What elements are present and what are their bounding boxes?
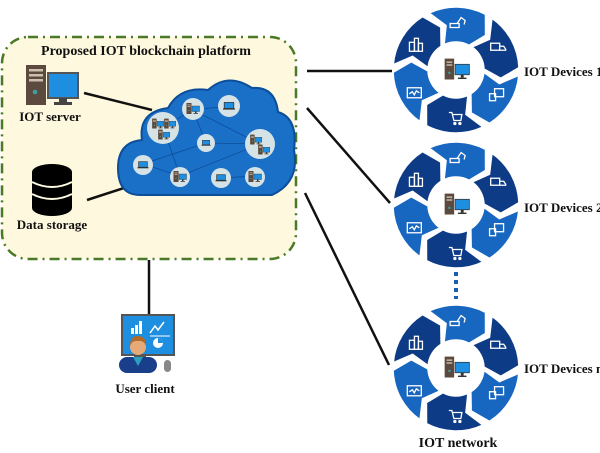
ring-segment [427, 304, 487, 345]
ring-segment [470, 368, 520, 423]
user-workstation-icon [119, 314, 175, 373]
ring-segment [427, 6, 487, 47]
ring-segment [470, 151, 520, 215]
user-client[interactable]: User client [115, 314, 175, 396]
ring-segment [392, 150, 442, 205]
platform-devices2-connector [306, 107, 391, 204]
ring-segment [470, 205, 520, 260]
blockchain-cloud [116, 79, 296, 196]
user-client-label: User client [115, 381, 175, 396]
iot-devices-1-ring[interactable] [392, 6, 520, 134]
data-storage-label: Data storage [17, 217, 88, 232]
devices-icon [488, 386, 505, 400]
iot-devices-n-ring[interactable] [392, 304, 520, 432]
platform-devicesn-connector [303, 192, 391, 366]
cart-icon [448, 111, 463, 126]
iot-server[interactable]: IOT server [19, 65, 81, 124]
cart-icon [448, 246, 463, 261]
devices-icon [488, 223, 505, 237]
building-icon [408, 172, 424, 187]
ring-segment [392, 313, 442, 368]
iot-network [392, 6, 520, 432]
ring-segment [427, 141, 487, 182]
monitor-chart-icon [406, 385, 422, 397]
ellipsis-dots [454, 272, 458, 299]
iot-server-label: IOT server [19, 109, 81, 124]
monitor-chart-icon [406, 222, 422, 234]
ring-segment [470, 314, 520, 378]
platform-title: Proposed IOT blockchain platform [41, 44, 251, 59]
monitor-chart-icon [406, 87, 422, 99]
excavator-icon [449, 314, 466, 327]
excavator-icon [449, 151, 466, 164]
truck-icon [490, 177, 507, 186]
ring-segment [470, 70, 520, 125]
ring-segment [392, 15, 442, 70]
iot-network-label: IOT network [419, 436, 498, 451]
truck-icon [490, 42, 507, 51]
building-icon [408, 335, 424, 350]
truck-icon [490, 340, 507, 349]
iot-devices-2-ring[interactable] [392, 141, 520, 269]
data-storage[interactable]: Data storage [17, 164, 88, 232]
ring-segment [470, 16, 520, 80]
iot-devices-n-label: IOT Devices n [524, 361, 600, 376]
server-cloud-connector [83, 91, 153, 112]
cart-icon [448, 409, 463, 424]
devices-icon [488, 88, 505, 102]
excavator-icon [449, 16, 466, 29]
server-icon [26, 65, 79, 105]
building-icon [408, 37, 424, 52]
iot-devices-1-label: IOT Devices 1 [524, 64, 600, 79]
database-icon [31, 164, 73, 216]
iot-devices-2-label: IOT Devices 2 [524, 200, 600, 215]
